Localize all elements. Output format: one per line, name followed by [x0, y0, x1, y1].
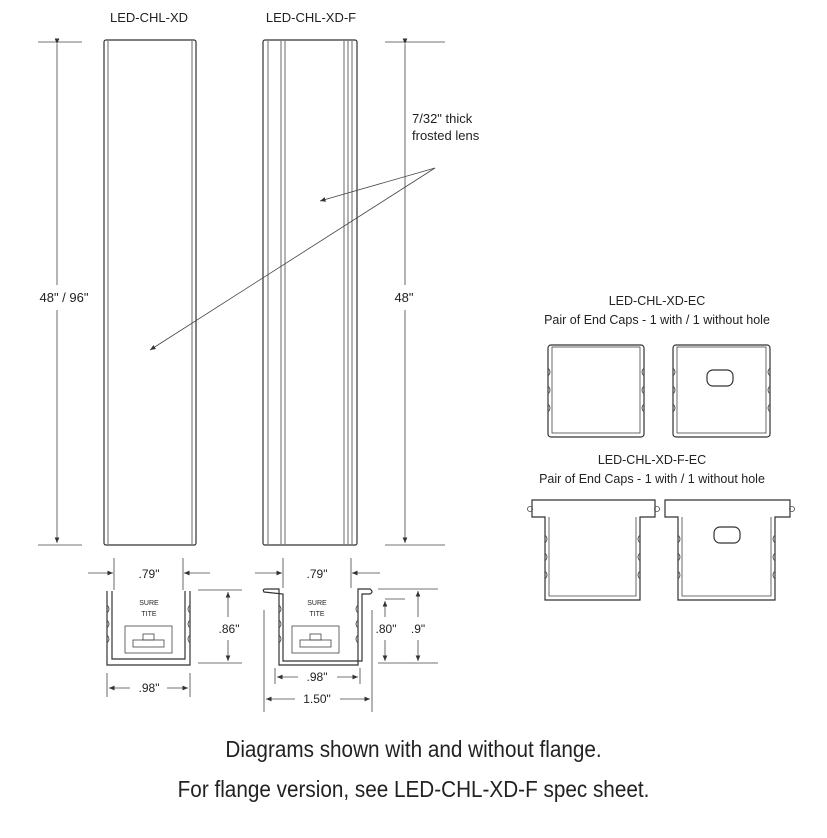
xd-top-width-label: .79"	[139, 567, 160, 581]
lens-arrow-xd	[149, 167, 436, 351]
xd-height-label: .86"	[219, 622, 240, 636]
xd-title: LED-CHL-XD	[110, 10, 188, 25]
xd-f-top-width-label: .79"	[307, 567, 328, 581]
xd-length-dimension: 48" / 96"	[30, 38, 100, 546]
xd-f-bottom-width-label: .98"	[307, 670, 328, 684]
xd-f-length-dimension: 48"	[385, 38, 445, 546]
xd-f-length-label: 48"	[394, 290, 413, 305]
f-ec-description: Pair of End Caps - 1 with / 1 without ho…	[539, 472, 765, 486]
xd-f-profile: SURE TITE	[262, 588, 373, 666]
xd-top-width-dimension: .79"	[88, 558, 210, 590]
xd-f-flange-width-dimension: 1.50"	[263, 610, 373, 712]
lens-callout-line1: 7/32" thick	[412, 111, 473, 126]
xd-f-brand-line2: TITE	[309, 611, 324, 618]
xd-f-channel-front	[262, 39, 358, 546]
xd-brand-line1: SURE	[139, 600, 159, 607]
lens-callout-line2: frosted lens	[412, 128, 480, 143]
xd-f-height-label: .9"	[411, 622, 425, 636]
flange-end-cap-with-hole	[664, 499, 795, 601]
xd-profile: SURE TITE	[106, 591, 191, 666]
flange-end-cap-without-hole	[527, 499, 660, 601]
caption-line2: For flange version, see LED-CHL-XD-F spe…	[177, 776, 650, 802]
xd-bottom-width-label: .98"	[139, 681, 160, 695]
xd-f-bottom-width-dimension: .98"	[274, 668, 361, 684]
xd-height-dimension: .86"	[198, 589, 242, 664]
xd-bottom-width-dimension: .98"	[106, 673, 191, 697]
xd-f-title: LED-CHL-XD-F	[266, 10, 356, 25]
caption-line1: Diagrams shown with and without flange.	[225, 736, 602, 762]
end-cap-with-hole	[672, 344, 771, 438]
ec-title: LED-CHL-XD-EC	[609, 294, 706, 308]
xd-f-flange-width-label: 1.50"	[303, 692, 331, 706]
ec-description: Pair of End Caps - 1 with / 1 without ho…	[544, 313, 770, 327]
f-ec-title: LED-CHL-XD-F-EC	[598, 453, 706, 467]
cap-hole	[713, 526, 741, 544]
xd-channel-front	[103, 39, 197, 546]
end-cap-without-hole	[547, 344, 645, 438]
xd-f-brand-line1: SURE	[307, 600, 327, 607]
cap-hole	[706, 369, 734, 387]
xd-f-inner-height-label: .80"	[376, 622, 397, 636]
xd-f-top-width-dimension: .79"	[255, 558, 380, 588]
lens-arrow-xd-f	[319, 167, 436, 202]
xd-brand-line2: TITE	[141, 611, 156, 618]
xd-f-height-dimensions: .80" .9"	[376, 588, 438, 664]
xd-length-label: 48" / 96"	[40, 290, 89, 305]
